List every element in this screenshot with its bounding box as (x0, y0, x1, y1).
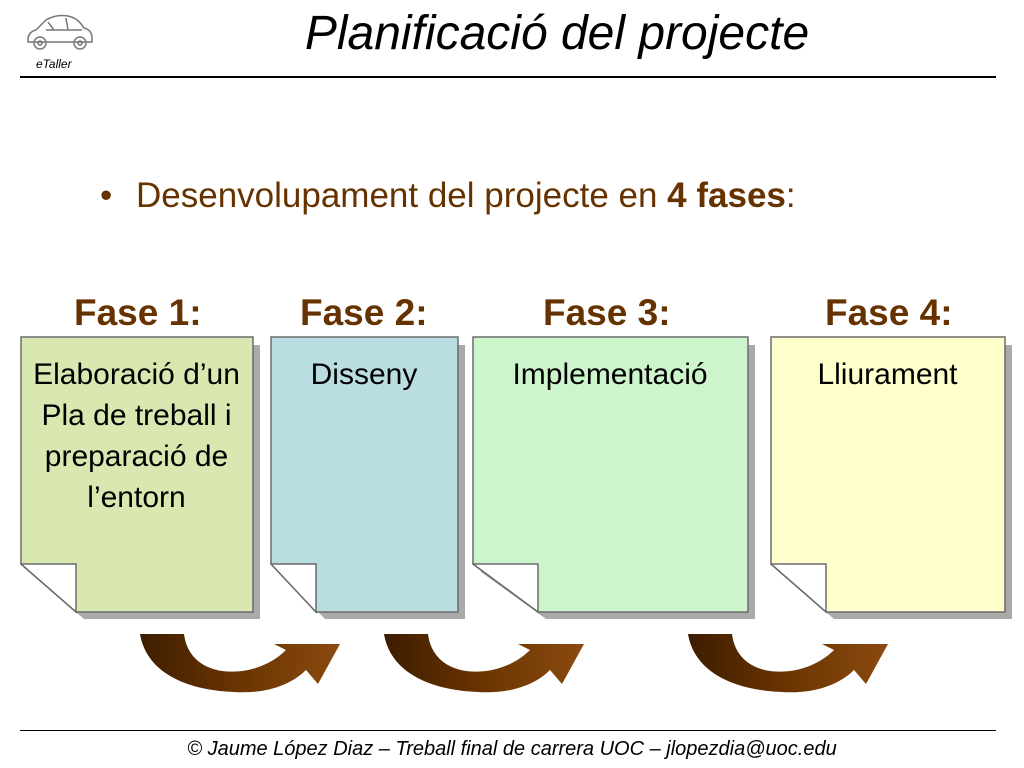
phase-1-text: Elaboració d’un Pla de treball i prepara… (33, 358, 240, 514)
phase-2-page-shape (270, 336, 465, 619)
curved-arrow-icon (688, 634, 888, 693)
phase-3-label: Fase 3: (543, 292, 671, 333)
page-title: Planificació del projecte (304, 7, 810, 60)
phase-4-card-bg (770, 336, 1006, 613)
bullet-text-before: Desenvolupament del projecte en (136, 176, 668, 215)
phase-4-page-shape (770, 336, 1012, 619)
car-icon (27, 14, 93, 50)
phase-1-card-bg (20, 336, 254, 613)
bullet-text-after: : (785, 176, 796, 215)
phase-3-text: Implementació (512, 358, 708, 391)
phase-3-card: Implementació (472, 336, 755, 619)
phase-4-label: Fase 4: (825, 292, 953, 333)
phase-2-card: Disseny (270, 336, 465, 619)
phase-3-page-shape (472, 336, 755, 619)
logo: eTaller (22, 10, 100, 80)
bullet-text-bold: 4 fases (667, 176, 786, 215)
bottom-divider (20, 730, 996, 731)
phase-4-text: Lliurament (817, 358, 958, 391)
curved-arrow-icon (140, 634, 340, 693)
bullet-dot-icon: • (100, 176, 113, 215)
phase-2-card-bg (270, 336, 459, 613)
curved-arrow-icon (384, 634, 584, 693)
phase-2-text: Disseny (310, 358, 418, 391)
phase-1-label: Fase 1: (74, 292, 202, 333)
phase-1-card: Elaboració d’un Pla de treball i prepara… (20, 336, 260, 619)
phase-3-card-bg (472, 336, 749, 613)
bullet-point: • Desenvolupament del projecte en 4 fases… (100, 176, 796, 216)
phase-4-card: Lliurament (770, 336, 1012, 619)
footer-text: © Jaume López Diaz – Treball final de ca… (187, 738, 837, 760)
phase-1-page-shape (20, 336, 260, 619)
phase-2-label: Fase 2: (300, 292, 428, 333)
top-divider (20, 76, 996, 78)
logo-text: eTaller (36, 57, 72, 71)
